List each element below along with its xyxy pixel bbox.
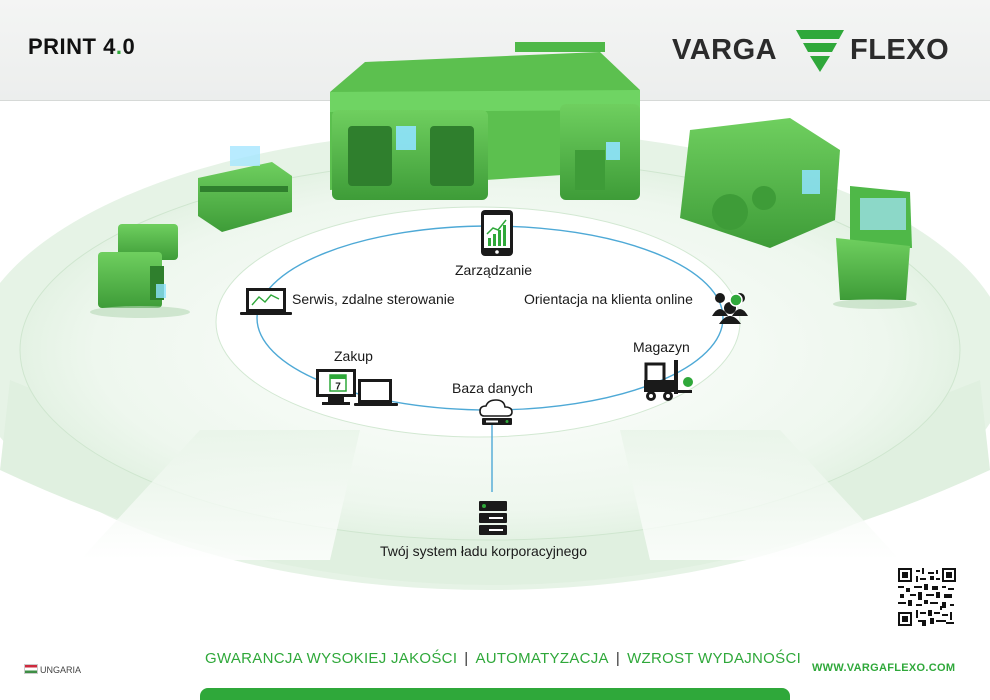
country-label: UNGARIA (40, 665, 82, 675)
title-suffix: 0 (122, 34, 136, 59)
left-cabinet-machines (98, 224, 178, 308)
tagline-efficiency: WZROST WYDAJNOŚCI (627, 650, 802, 667)
right-slitter-machine (680, 118, 840, 248)
tagline-automation: AUTOMATYZACJA (475, 650, 609, 667)
computer-calendar-icon: 7 (316, 369, 398, 406)
node-service-label: Serwis, zdalne sterowanie (292, 291, 455, 307)
node-purchase-label: Zakup (334, 348, 373, 364)
laptop-chart-icon (240, 288, 292, 315)
tagline-quality: GWARANCJA WYSOKIEJ JAKOŚCI (205, 650, 458, 667)
customers-group-icon (712, 293, 748, 324)
node-management-label: Zarządzanie (455, 262, 533, 278)
title-dot: . (115, 34, 123, 59)
logo-emblem-icon (796, 30, 844, 72)
title-main: PRINT 4 (28, 34, 116, 59)
node-customer-label: Orientacja na klienta online (524, 291, 693, 307)
node-warehouse-label: Magazyn (633, 339, 690, 355)
tagline-separator: | (615, 650, 621, 667)
left-table-machine (198, 146, 292, 232)
cloud-database-icon (479, 399, 513, 425)
platform-blade-left (80, 430, 360, 560)
page-title: PRINT 4.0 (28, 34, 135, 60)
node-database-label: Baza danych (452, 380, 533, 396)
logo-word-left: VARGA (672, 34, 778, 66)
varga-flexo-logo: VARGA FLEXO (672, 26, 972, 74)
right-console-machine (836, 186, 912, 300)
website-link[interactable]: WWW.VARGAFLEXO.COM (812, 662, 956, 674)
logo-word-right: FLEXO (850, 34, 950, 66)
tablet-chart-icon (481, 210, 513, 256)
footer-green-bar (200, 688, 790, 700)
forklift-icon (644, 360, 693, 401)
platform-blade-right (620, 430, 900, 560)
footer-tagline: GWARANCJA WYSOKIEJ JAKOŚCI | AUTOMATYZACJA… (205, 650, 801, 667)
qr-code (898, 568, 956, 626)
central-press-machine (330, 42, 640, 200)
tagline-separator: | (464, 650, 469, 667)
hungary-flag-icon (24, 664, 38, 674)
country-indicator: UNGARIA (24, 664, 81, 675)
server-stack-icon (479, 501, 507, 535)
node-corporate-label: Twój system ładu korporacyjnego (380, 543, 587, 559)
calendar-day-text: 7 (335, 382, 341, 393)
